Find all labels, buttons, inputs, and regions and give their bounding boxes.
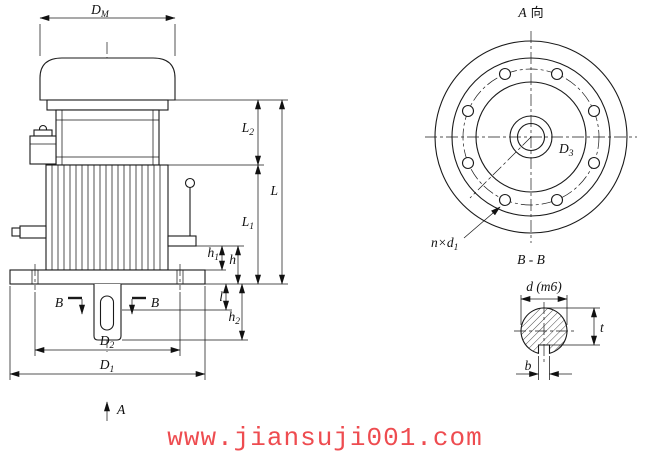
watermark: www.jiansuji001.com	[167, 423, 483, 453]
dim-label-d3: D3	[558, 141, 574, 159]
dim-label-t: t	[600, 320, 605, 335]
dim-label-b: b	[525, 358, 532, 373]
bolt-hole	[461, 156, 475, 170]
view-a-label: A	[116, 402, 126, 417]
dim-label-h: h	[229, 252, 236, 267]
bolt-hole	[550, 193, 564, 207]
flange-bolt-holes	[31, 270, 184, 284]
cooling-fins	[51, 165, 161, 270]
bolt-hole	[498, 193, 512, 207]
dim-label-dm: DM	[90, 2, 110, 20]
dim-label-l2: L2	[241, 120, 255, 138]
bolt-hole	[550, 67, 564, 81]
section-view-title: B - B	[517, 252, 545, 267]
bolt-hole	[587, 104, 601, 118]
dim-label-l1: L1	[241, 214, 254, 232]
side-plug-tip	[11, 227, 21, 237]
bolt-note-leader	[463, 206, 501, 239]
dim-label-shaft: d (m6)	[526, 279, 562, 294]
terminal-box	[29, 135, 57, 165]
side-plug	[19, 225, 47, 239]
bolt-note-label: n×d1	[431, 235, 458, 253]
section-label-b-right: B	[151, 295, 159, 310]
dim-label-h1: h1	[208, 245, 220, 263]
bolt-hole	[498, 67, 512, 81]
dim-label-d1: D1	[99, 357, 115, 375]
dipstick-knob	[184, 177, 196, 189]
shaft-keyway-slot	[99, 295, 115, 331]
side-view: B B A DM D2 D1 h1 h l h2	[9, 2, 288, 421]
cowl-base-plate	[46, 99, 169, 111]
dim-label-h2: h2	[229, 309, 241, 327]
bolt-hole	[587, 156, 601, 170]
dim-label-d2: D2	[99, 333, 115, 351]
section-view: B - B d (m6) t b	[514, 252, 605, 380]
side-view-dimensions: DM D2 D1 h1 h l h2 L2 L1 L	[9, 2, 288, 380]
terminal-box-lid	[33, 129, 53, 137]
bolt-holes	[461, 67, 601, 207]
dim-label-l: L	[269, 183, 278, 198]
shaft-cross-section	[520, 307, 568, 355]
section-label-b-left: B	[55, 295, 63, 310]
flange-centerlines	[425, 31, 637, 243]
dipstick-bracket	[167, 235, 197, 247]
fan-cowl	[39, 57, 176, 101]
dim-label-l-small: l	[219, 289, 223, 304]
bolt-hole	[461, 104, 475, 118]
flange-hole-centerlines	[34, 264, 181, 290]
section-plane-b: B B	[55, 295, 159, 315]
housing-detail-lines	[56, 110, 159, 165]
base-flange	[9, 269, 206, 285]
view-direction-a: A	[104, 401, 126, 421]
